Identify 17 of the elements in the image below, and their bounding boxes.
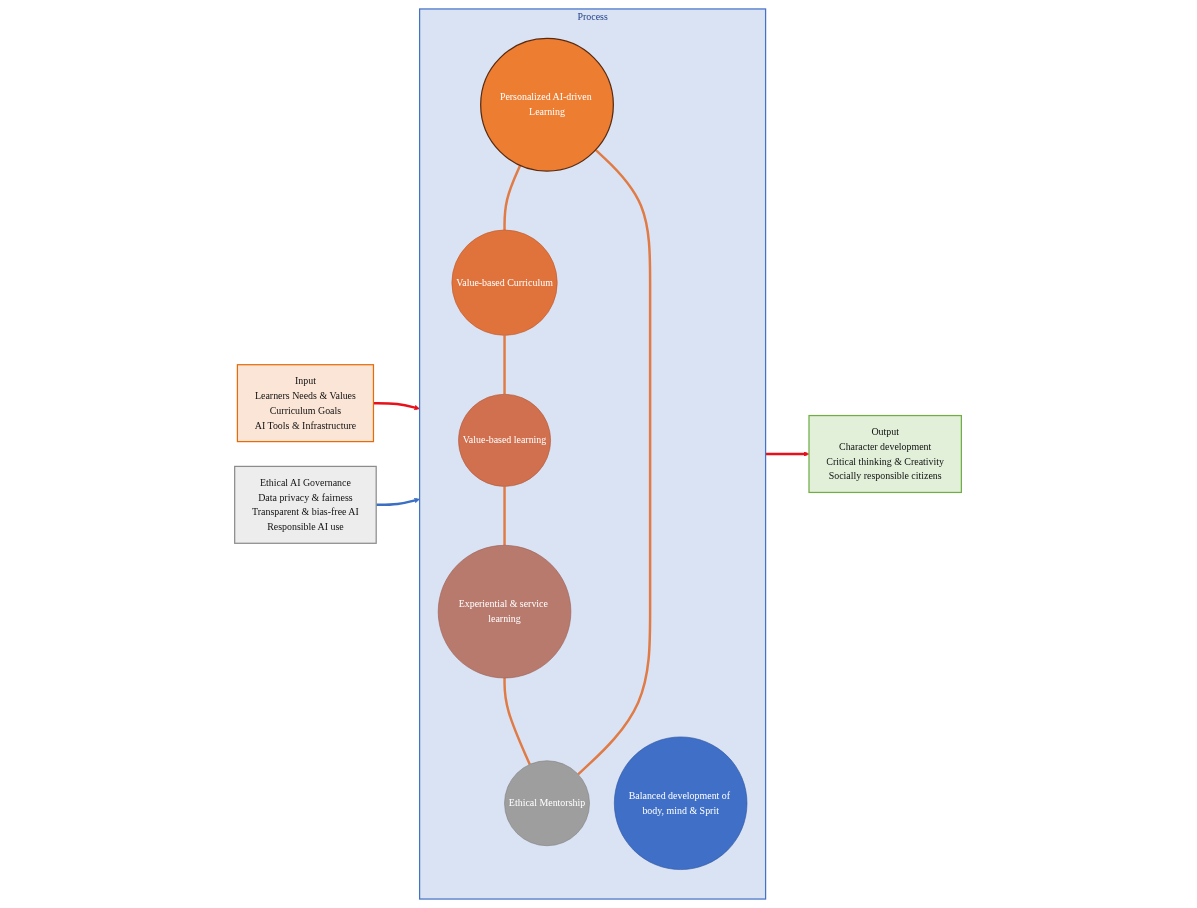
node-circle: Value-based Curriculum bbox=[452, 229, 558, 336]
connector bbox=[503, 678, 532, 765]
node-circle: Value-based learning bbox=[458, 393, 552, 487]
node-box: Ethical AI Governance Data privacy & fairness Transparent & bias-free AI Responsible AI use bbox=[234, 465, 378, 544]
node-box: Input Learners Needs & Values Curriculum Goals AI Tools & Infrastructure bbox=[237, 364, 375, 443]
connector bbox=[503, 486, 507, 546]
node-circle: Ethical Mentorship bbox=[504, 760, 591, 847]
arrow bbox=[373, 401, 421, 411]
connector bbox=[503, 164, 522, 230]
node-circle: Experiential & service learning bbox=[438, 545, 572, 679]
node-box: Output Character development Critical thinking & Creativity Socially responsible citizens bbox=[808, 414, 963, 494]
connector bbox=[577, 149, 652, 776]
connector bbox=[503, 335, 507, 395]
arrow bbox=[766, 451, 810, 457]
node-circle: Balanced development of body, mind & Sprit bbox=[614, 736, 748, 870]
arrow bbox=[376, 497, 421, 507]
node-circle: Personalized AI-driven Learning bbox=[480, 37, 615, 172]
